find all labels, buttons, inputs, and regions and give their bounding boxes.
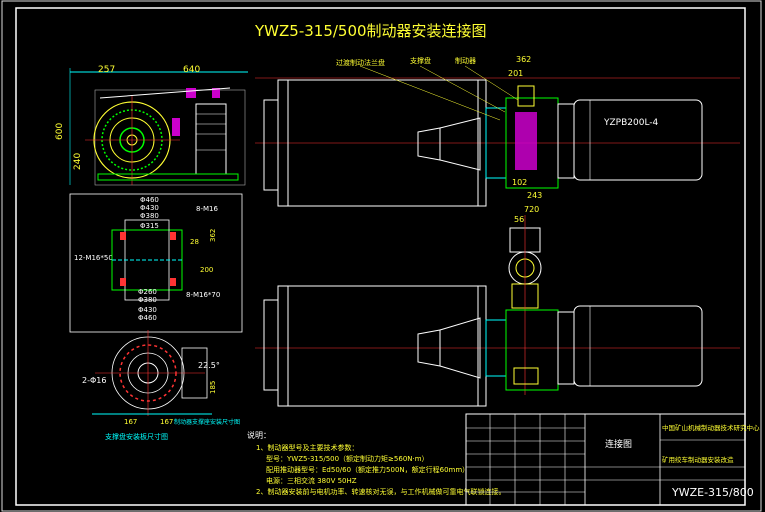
svg-text:Φ380: Φ380: [138, 296, 157, 304]
svg-text:362: 362: [209, 229, 217, 242]
hoist-plan-bottom: [255, 285, 740, 407]
section-view: Φ460 Φ430 Φ380 Φ315 8-M16 12-M16*50 28 2…: [69, 193, 243, 333]
svg-text:Φ460: Φ460: [138, 314, 157, 322]
motor-label-top: YZPB200L-4: [603, 118, 659, 128]
svg-text:56: 56: [514, 215, 524, 224]
label-brake-seat: 制动器支撑座安装尺寸图: [174, 418, 240, 426]
svg-text:2、制动器安装前与电机功率、转速核对无误，与工作机械做可靠电: 2、制动器安装前与电机功率、转速核对无误，与工作机械做可靠电气联锁连接。: [256, 487, 505, 496]
svg-text:Φ430: Φ430: [138, 306, 157, 314]
dim-240: 240: [73, 153, 83, 170]
svg-text:Φ380: Φ380: [140, 212, 159, 220]
svg-text:102: 102: [512, 178, 527, 187]
hoist-plan-top: YZPB200L-4 过渡制动法兰盘 支撑盘 制动器 362 201 102 2…: [255, 55, 740, 207]
title-block: 连接图 中国矿山机械制动器技术研究中心 矿用绞车制动器安装改造 YWZE-315…: [465, 413, 760, 506]
svg-text:电源：三相交流 380V 50HZ: 电源：三相交流 380V 50HZ: [266, 476, 357, 485]
callout-brake: 制动器: [455, 56, 476, 65]
svg-text:12-M16*50: 12-M16*50: [74, 254, 113, 262]
notes-block: 说明： 1、制动器型号及主要技术参数： 型号：YWZ5-315/500（额定制动…: [247, 430, 505, 496]
brake-front-view: 257 640 600 240: [55, 65, 248, 186]
svg-text:185: 185: [209, 381, 217, 394]
svg-text:28: 28: [190, 238, 199, 246]
svg-text:Φ260: Φ260: [138, 288, 157, 296]
tb-model: YWZE-315/800: [671, 486, 754, 499]
svg-text:243: 243: [527, 191, 542, 200]
svg-text:Φ430: Φ430: [140, 204, 159, 212]
tb-drawing-name: 连接图: [605, 438, 632, 450]
svg-text:167: 167: [124, 418, 137, 426]
svg-text:22.5°: 22.5°: [198, 361, 220, 370]
callout-support: 支撑盘: [410, 56, 431, 65]
tb-org: 中国矿山机械制动器技术研究中心: [662, 423, 760, 432]
callout-flange: 过渡制动法兰盘: [336, 58, 385, 67]
tb-project: 矿用绞车制动器安装改造: [662, 455, 734, 464]
svg-text:Φ460: Φ460: [140, 196, 159, 204]
svg-text:362: 362: [516, 55, 531, 64]
label-support-plate: 支撑盘安装板尺寸图: [105, 432, 168, 441]
svg-text:8-M16*70: 8-M16*70: [186, 291, 220, 299]
drawing-title: YWZ5-315/500制动器安装连接图: [254, 22, 487, 40]
svg-text:Φ315: Φ315: [140, 222, 159, 230]
flange-plate-view: 2-Φ16 22.5° 167 167 185 支撑盘安装板尺寸图 制动器支撑座…: [82, 330, 240, 441]
svg-text:201: 201: [508, 69, 523, 78]
inner-frame: [15, 7, 746, 506]
brake-side-view: 720 56: [508, 205, 542, 395]
svg-text:型号：YWZ5-315/500（额定制动力矩≥560N·m）: 型号：YWZ5-315/500（额定制动力矩≥560N·m）: [266, 454, 429, 463]
notes-heading: 说明：: [247, 430, 271, 440]
svg-text:200: 200: [200, 266, 213, 274]
svg-text:配用推动器型号：Ed50/60（额定推力500N，额定行程6: 配用推动器型号：Ed50/60（额定推力500N，额定行程60mm）: [266, 465, 469, 474]
svg-text:8-M16: 8-M16: [196, 205, 218, 213]
svg-text:720: 720: [524, 205, 539, 214]
svg-text:1、制动器型号及主要技术参数：: 1、制动器型号及主要技术参数：: [256, 443, 358, 452]
dim-600: 600: [55, 123, 65, 140]
svg-text:167: 167: [160, 418, 173, 426]
dim-640: 640: [183, 65, 200, 75]
svg-text:2-Φ16: 2-Φ16: [82, 376, 106, 385]
dim-257: 257: [98, 65, 115, 75]
